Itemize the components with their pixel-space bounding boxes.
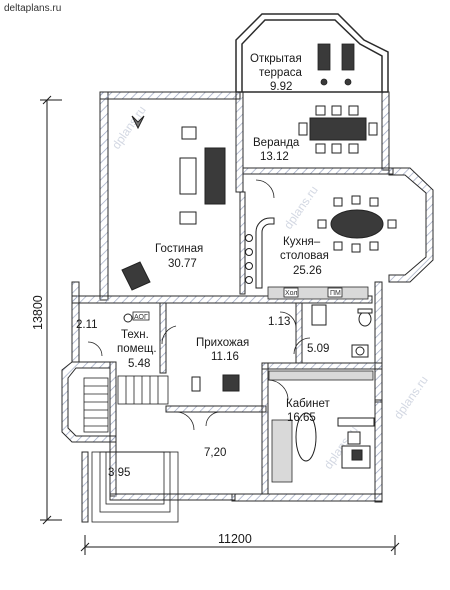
kitchen-area: 25.26 bbox=[293, 265, 322, 277]
veranda-area: 13.12 bbox=[260, 151, 289, 163]
depth-dimension bbox=[40, 95, 62, 525]
living-area: 30.77 bbox=[168, 258, 197, 270]
terrace-area: 9.92 bbox=[270, 81, 292, 93]
walls bbox=[61, 91, 434, 523]
hall-name: Прихожая bbox=[196, 337, 249, 349]
terrace-name-line2: терраса bbox=[259, 67, 302, 79]
stairs bbox=[83, 375, 179, 523]
tech-name-line1: Техн. bbox=[121, 329, 149, 341]
veranda-name: Веранда bbox=[253, 137, 300, 149]
width-dimension-label: 11200 bbox=[218, 532, 252, 546]
svg-text:dplans.ru: dplans.ru bbox=[391, 373, 431, 421]
depth-dimension-label: 13800 bbox=[31, 295, 45, 330]
living-name: Гостиная bbox=[155, 243, 203, 255]
terrace-loungers bbox=[317, 43, 355, 86]
kitchen-counter bbox=[245, 217, 275, 289]
porch-area: 3,95 bbox=[108, 467, 130, 479]
width-dimension bbox=[80, 535, 400, 555]
kitchen-dining-table bbox=[317, 195, 397, 253]
small-room-area: 2.11 bbox=[76, 319, 98, 331]
stair-hall-area: 7,20 bbox=[204, 447, 226, 459]
hall-furniture bbox=[123, 313, 240, 392]
hall-area: 11.16 bbox=[211, 351, 239, 363]
study-name: Кабинет bbox=[286, 398, 330, 410]
bath-area: 5.09 bbox=[307, 343, 329, 355]
fixture-boxes bbox=[132, 287, 343, 321]
study-furniture bbox=[295, 412, 375, 469]
door-swings bbox=[87, 179, 311, 431]
wc-area: 1.13 bbox=[268, 316, 290, 328]
svg-text:dplans.ru: dplans.ru bbox=[281, 183, 321, 231]
living-furniture bbox=[121, 115, 226, 291]
kitchen-name-line2: столовая bbox=[280, 250, 329, 262]
boiler-label: АОГ bbox=[134, 314, 148, 321]
tech-name-line2: помещ. bbox=[117, 343, 157, 355]
bath-fixtures bbox=[311, 304, 373, 358]
study-area: 16.65 bbox=[287, 412, 316, 424]
veranda-dining-table bbox=[298, 105, 378, 154]
tech-area: 5.48 bbox=[128, 358, 150, 370]
site-label: deltaplans.ru bbox=[4, 3, 61, 14]
kitchen-name-line1: Кухня– bbox=[283, 236, 321, 248]
stove-label: ПМ bbox=[330, 290, 341, 297]
terrace-name-line1: Открытая bbox=[250, 53, 302, 65]
terrace-outline bbox=[235, 13, 389, 93]
svg-text:dplans.ru: dplans.ru bbox=[109, 103, 149, 151]
fridge-label: Хол bbox=[285, 290, 297, 297]
